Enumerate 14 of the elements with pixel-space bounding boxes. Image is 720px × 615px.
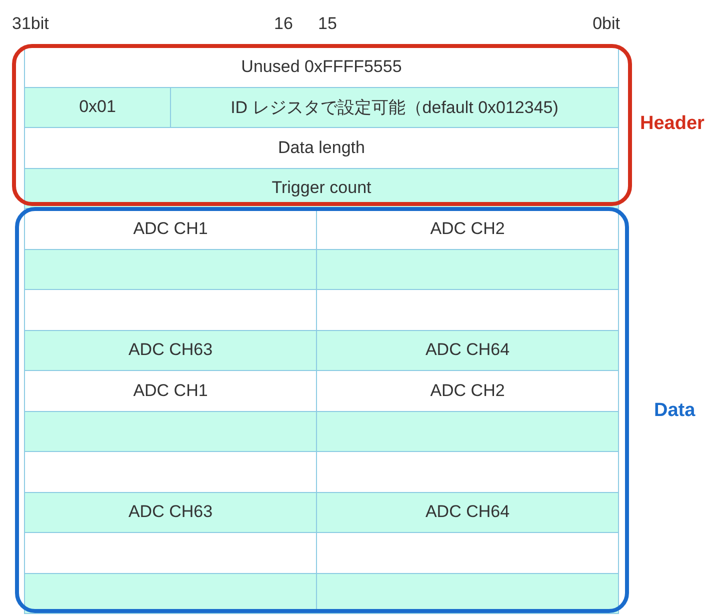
bit-label: 16 xyxy=(274,14,293,34)
bit-label: 15 xyxy=(318,14,337,34)
table-cell: Data length xyxy=(24,127,619,168)
table-cell: 0x01 xyxy=(24,86,171,128)
bit-label: 31bit xyxy=(12,14,49,34)
group-label: Data xyxy=(654,400,696,422)
table-cell: ADC CH64 xyxy=(316,492,619,533)
bit-label: 0bit xyxy=(592,14,620,34)
table-cell: Unused 0xFFFF5555 xyxy=(24,46,619,88)
table-cell: ADC CH63 xyxy=(24,492,317,533)
table-cell: ID レジスタで設定可能（default 0x012345) xyxy=(170,86,619,128)
group-label: Header xyxy=(640,113,704,135)
table-cell: ADC CH64 xyxy=(316,330,619,371)
table-cell: ADC CH63 xyxy=(24,330,317,371)
